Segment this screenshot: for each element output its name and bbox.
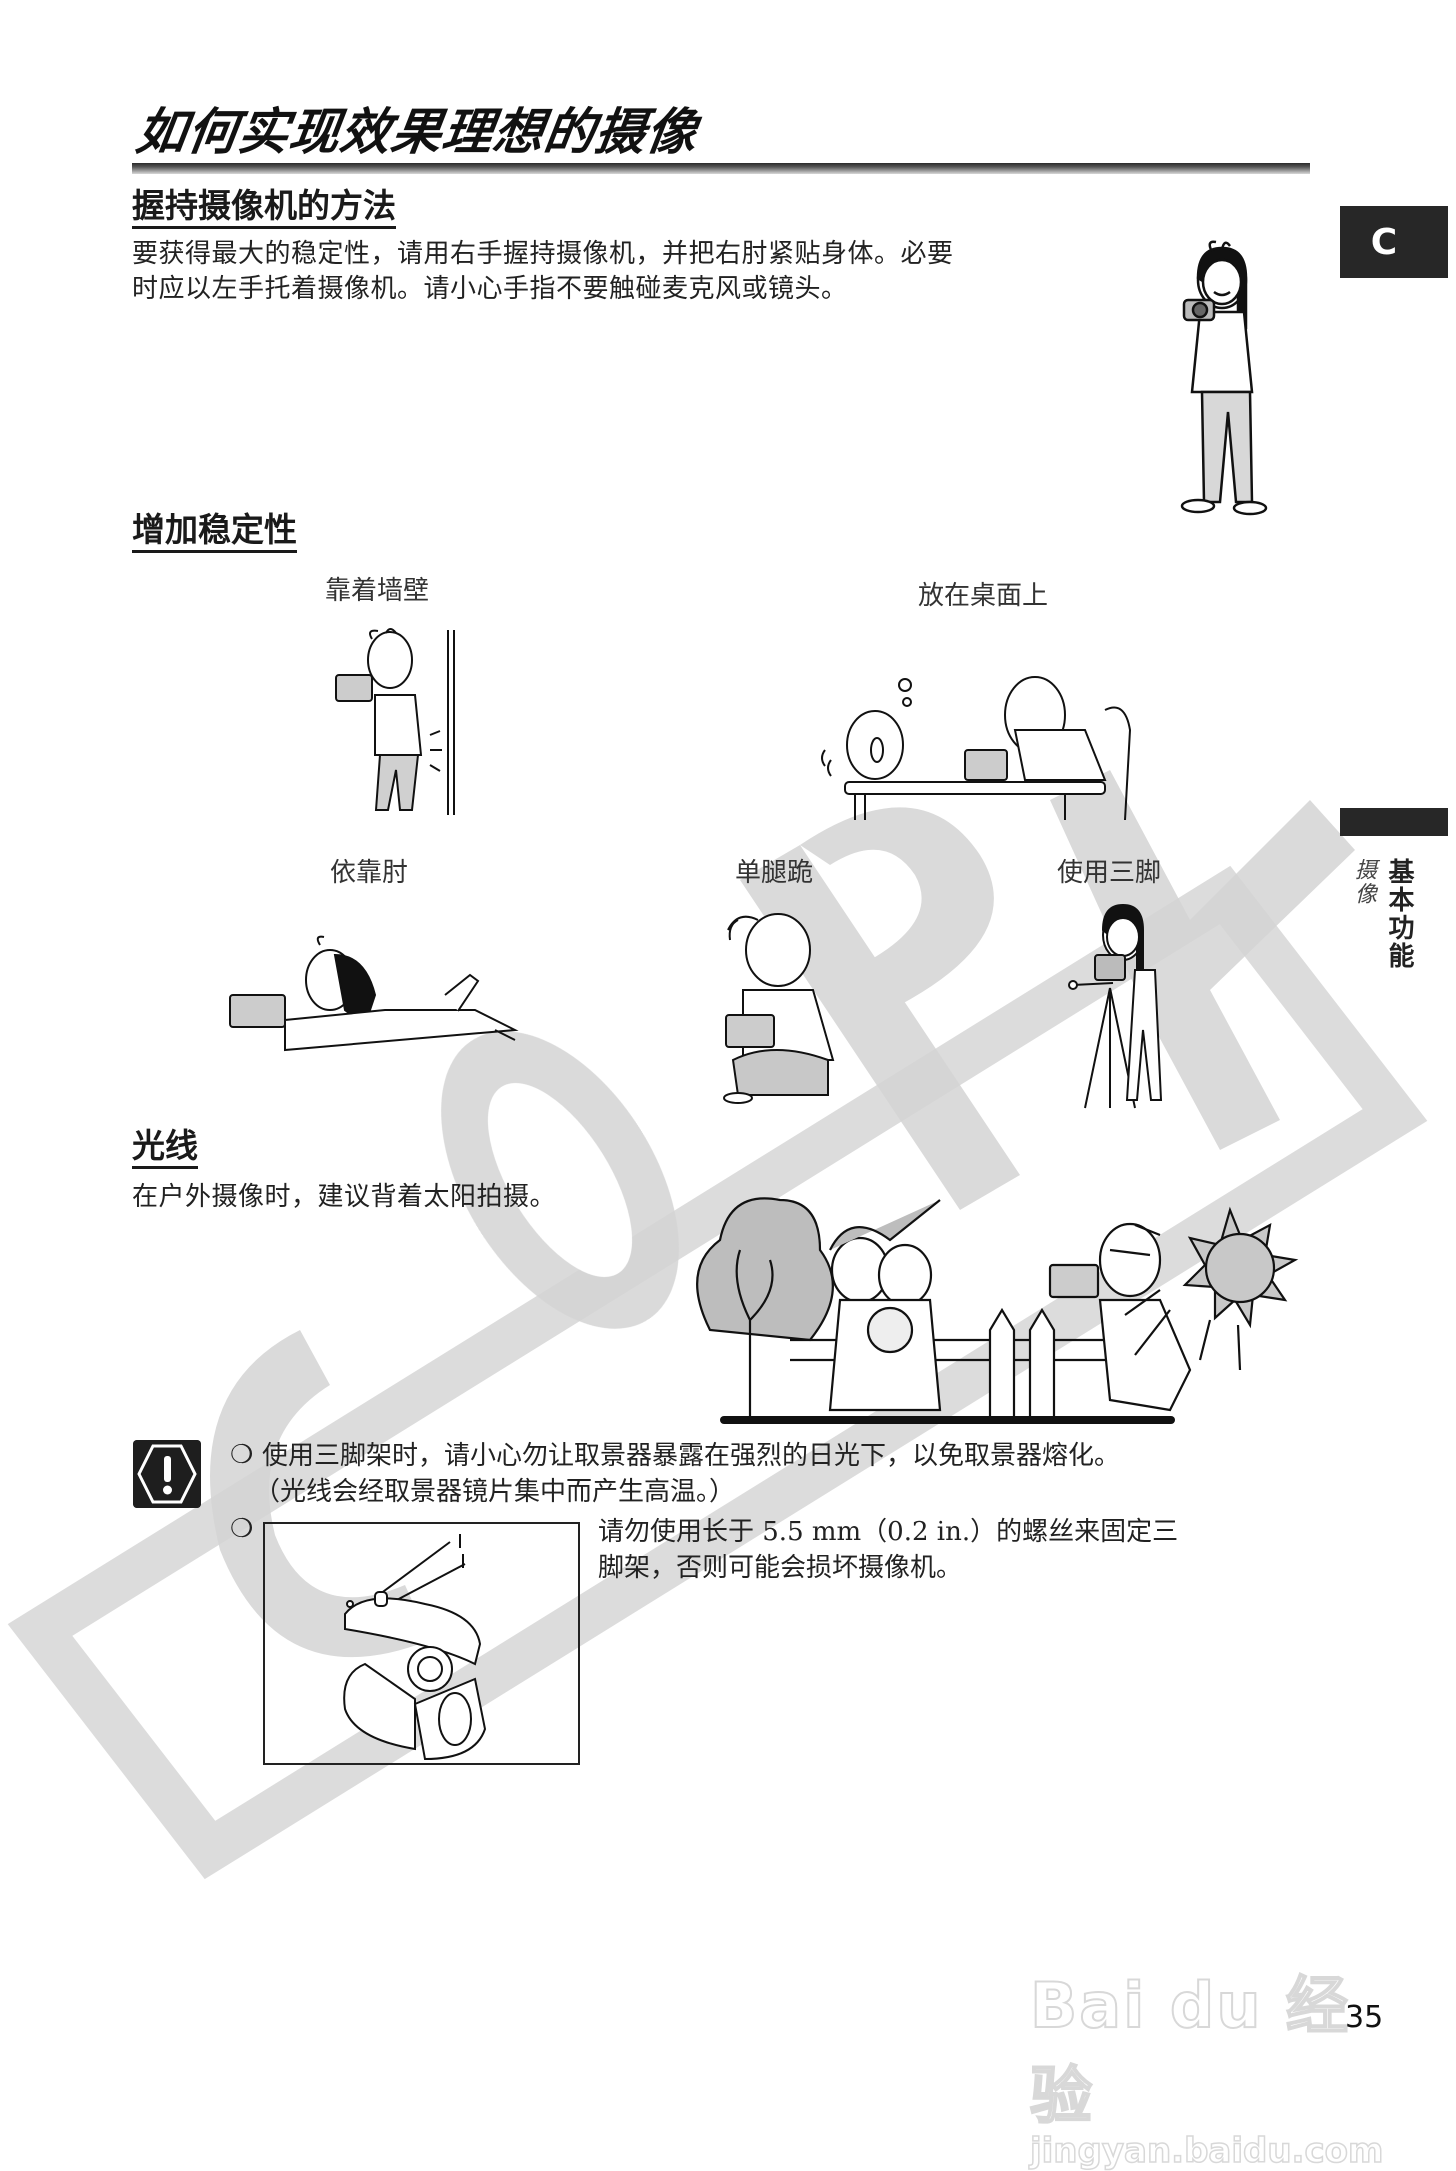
- man-leaning-on-wall-illustration: [335, 628, 455, 815]
- caution-item-1-line: （光线会经取景器镜片集中而产生高温。）: [254, 1477, 736, 1507]
- baidu-url-text: jingyan.baidu.com: [1029, 2130, 1384, 2171]
- stability-label-wall: 靠着墙壁: [325, 576, 430, 606]
- woman-using-tripod-illustration: [1068, 903, 1163, 1109]
- caution-exclamation-icon: [133, 1440, 201, 1508]
- caution-item-2-line: 脚架，否则可能会损坏摄像机。: [598, 1553, 963, 1583]
- stability-label-table: 放在桌面上: [918, 581, 1049, 611]
- holding-text: 要获得最大的稳定性，请用右手握持摄像机，并把右肘紧贴身体。必要 时应以左手托着摄…: [132, 237, 1162, 307]
- holding-text-line: 要获得最大的稳定性，请用右手握持摄像机，并把右肘紧贴身体。必要: [132, 239, 954, 269]
- caution-bullet-icon: ❍: [230, 1440, 254, 1470]
- camcorder-tripod-socket-diagram: [263, 1522, 580, 1765]
- caution-item-2-line: 请勿使用长于 5.5 mm（0.2 in.）的螺丝来固定三: [598, 1517, 1179, 1547]
- caution-item-1: 使用三脚架时，请小心勿让取景器暴露在强烈的日光下，以免取景器熔化。 （光线会经取…: [254, 1438, 1322, 1510]
- page-title: 如何实现效果理想的摄像: [132, 103, 702, 161]
- baidu-logo-text: Bai du 经验: [1029, 1968, 1351, 2133]
- man-camera-on-table-illustration: [821, 676, 1132, 820]
- section-heading-lighting: 光线: [132, 1127, 198, 1170]
- stability-label-tripod: 使用三脚: [1057, 858, 1162, 888]
- camcorder-tripod-socket-icon: [343, 1534, 487, 1761]
- stability-label-kneel: 单腿跪: [735, 858, 814, 888]
- side-tab-bar: [1340, 808, 1448, 836]
- caution-item-1-line: 使用三脚架时，请小心勿让取景器暴露在强烈的日光下，以免取景器熔化。: [262, 1441, 1121, 1471]
- title-rule: [132, 163, 1310, 174]
- page-number: 35: [1345, 2000, 1384, 2035]
- person-lying-on-elbows-illustration: [229, 935, 519, 1052]
- stability-label-elbow: 依靠肘: [330, 858, 409, 888]
- holding-text-line: 时应以左手托着摄像机。请小心手指不要触碰麦克风或镜头。: [132, 274, 848, 304]
- lighting-text: 在户外摄像时，建议背着太阳拍摄。: [132, 1182, 557, 1212]
- chapter-tab: C: [1340, 206, 1448, 278]
- baidu-jingyan-watermark: Bai du 经验 jingyan.baidu.com: [1029, 1955, 1384, 2171]
- caution-bullet-icon: ❍: [230, 1514, 254, 1544]
- section-heading-holding: 握持摄像机的方法: [132, 187, 396, 230]
- caution-item-2: 请勿使用长于 5.5 mm（0.2 in.）的螺丝来固定三 脚架，否则可能会损坏…: [598, 1514, 1318, 1586]
- woman-holding-camcorder-illustration: [1180, 240, 1268, 516]
- section-heading-stability: 增加稳定性: [132, 511, 297, 554]
- chapter-tab-label: C: [1370, 221, 1398, 263]
- side-tab-main-label: 基本功能: [1384, 858, 1414, 970]
- man-kneeling-illustration: [723, 913, 835, 1104]
- shooting-with-sun-behind-illustration: [696, 1197, 1299, 1424]
- side-tab-sub-label: 摄像: [1351, 858, 1376, 906]
